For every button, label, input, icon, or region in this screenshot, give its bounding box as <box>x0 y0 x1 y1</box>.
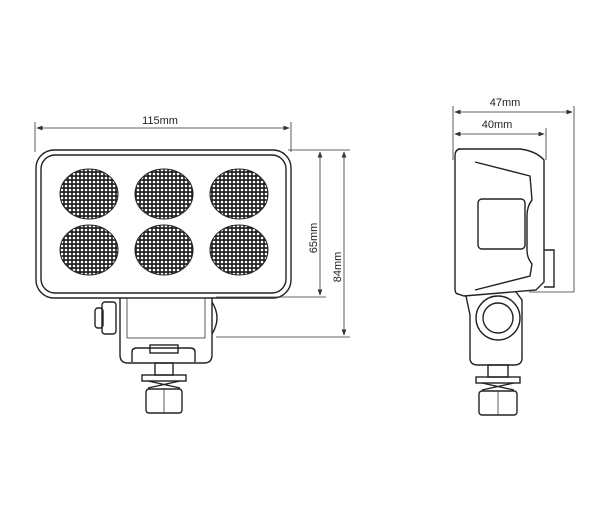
front-view: 115mm 65mm <box>34 115 350 414</box>
led-reflector <box>209 224 269 276</box>
body-depth-label: 40mm <box>482 119 513 131</box>
width-label: 115mm <box>142 115 178 127</box>
mounting-bolt <box>141 344 187 414</box>
lens-height-label: 65mm <box>308 223 320 254</box>
led-reflector <box>59 168 119 220</box>
total-depth-label: 47mm <box>490 97 521 109</box>
led-reflector <box>209 168 269 220</box>
side-view: 47mm 40mm <box>452 97 575 416</box>
side-mounting-bolt <box>475 364 521 416</box>
led-reflectors <box>59 168 269 276</box>
led-reflector <box>134 224 194 276</box>
lamp-lens <box>40 154 287 294</box>
led-reflector <box>134 168 194 220</box>
total-height-label: 84mm <box>332 252 344 283</box>
side-housing <box>454 148 545 297</box>
side-mount-bracket <box>465 291 523 366</box>
led-reflector <box>59 224 119 276</box>
